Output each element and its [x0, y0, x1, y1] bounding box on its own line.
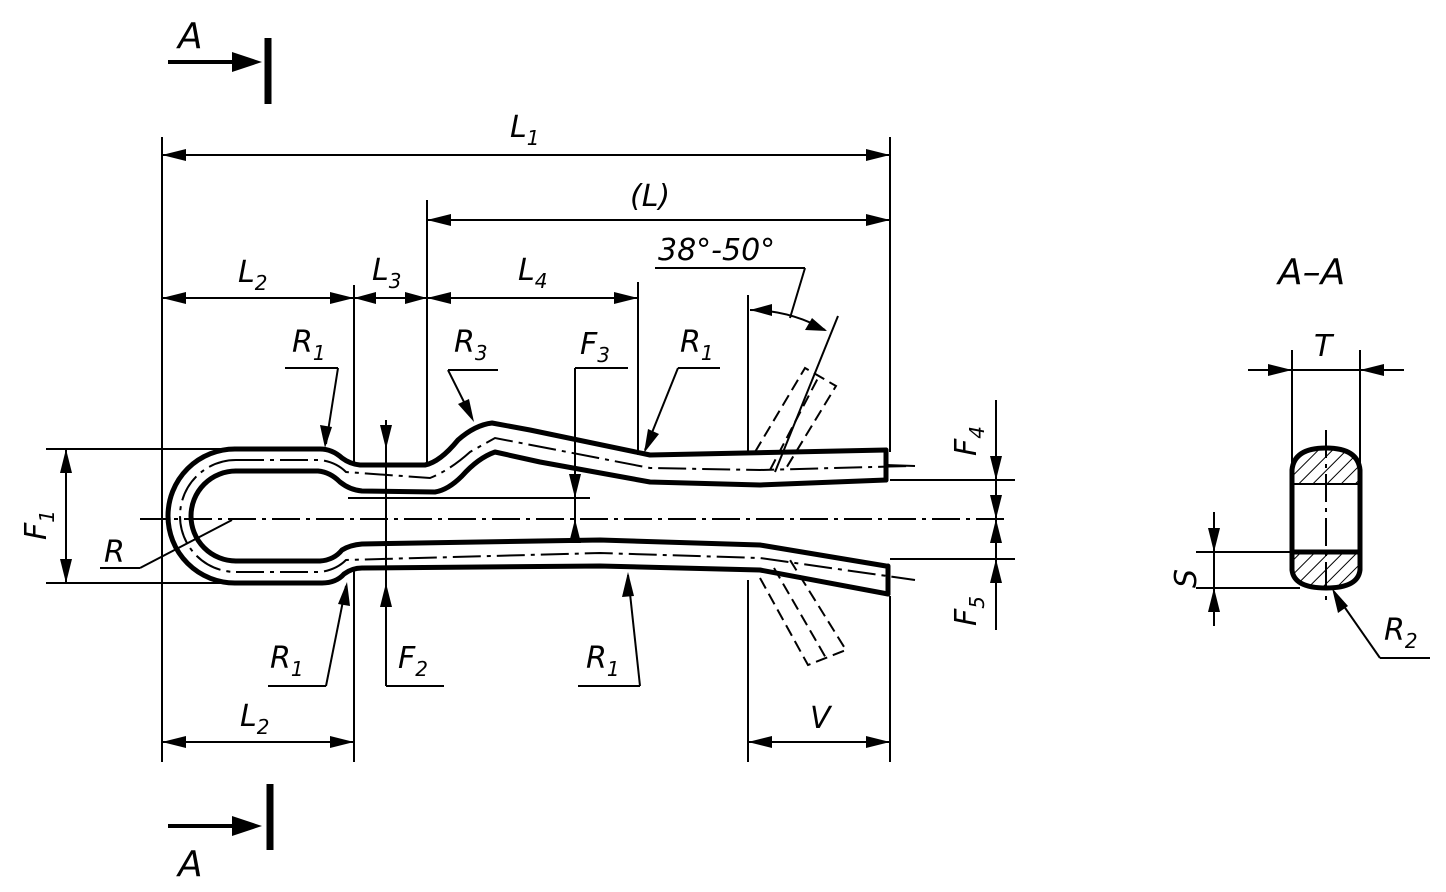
section-title: A–A [1276, 252, 1345, 293]
label-F5: F5 [949, 596, 989, 626]
label-F1: F1 [19, 510, 59, 540]
label-L3: L3 [372, 253, 401, 293]
label-angle: 38°-50° [658, 233, 775, 268]
dim-F2: F2 [380, 420, 444, 687]
radius-R1-leaders: R1 R1 R1 R1 [268, 325, 720, 687]
label-F4: F4 [949, 426, 989, 456]
label-L: (L) [630, 179, 670, 214]
dim-F1: F1 [19, 448, 240, 584]
radius-R: R [100, 519, 233, 570]
dim-L2-L3-L4: L2 L3 L4 [162, 253, 639, 465]
label-L1: L1 [510, 110, 539, 150]
label-R1-b: R1 [270, 641, 304, 681]
dim-L: (L) [426, 179, 890, 465]
dim-F3: F3 [348, 327, 628, 543]
section-marker-bottom: A [168, 784, 274, 885]
section-letter-top: A [176, 16, 203, 57]
label-F2: F2 [398, 641, 428, 681]
label-V: V [810, 701, 833, 736]
section-arrow-top [232, 52, 262, 72]
label-R1-d: R1 [680, 325, 714, 365]
dim-F4-F5: F4 F5 [885, 400, 1015, 630]
label-L2-top: L2 [238, 255, 267, 295]
dim-angle: 38°-50° [655, 233, 827, 452]
label-R1-a: R1 [292, 325, 326, 365]
label-R2: R2 [1384, 613, 1418, 653]
section-marker-top: A [168, 16, 272, 104]
label-R1-c: R1 [586, 641, 620, 681]
bent-prongs-phantom [754, 315, 848, 667]
radius-R3: R3 [447, 325, 498, 422]
label-R: R [104, 535, 125, 570]
section-arrow-bottom [232, 816, 262, 836]
section-letter-bottom: A [176, 844, 203, 885]
label-F3: F3 [580, 327, 610, 367]
label-L2-bottom: L2 [240, 699, 269, 739]
dim-L2-bottom: L2 [162, 570, 355, 762]
label-T: T [1314, 329, 1335, 364]
dim-V: V [747, 580, 891, 762]
label-R3: R3 [454, 325, 488, 365]
section-view-AA: A–A T S R2 [1169, 252, 1430, 659]
pin-body [140, 420, 1010, 597]
label-L4: L4 [518, 253, 547, 293]
label-S: S [1169, 569, 1204, 588]
